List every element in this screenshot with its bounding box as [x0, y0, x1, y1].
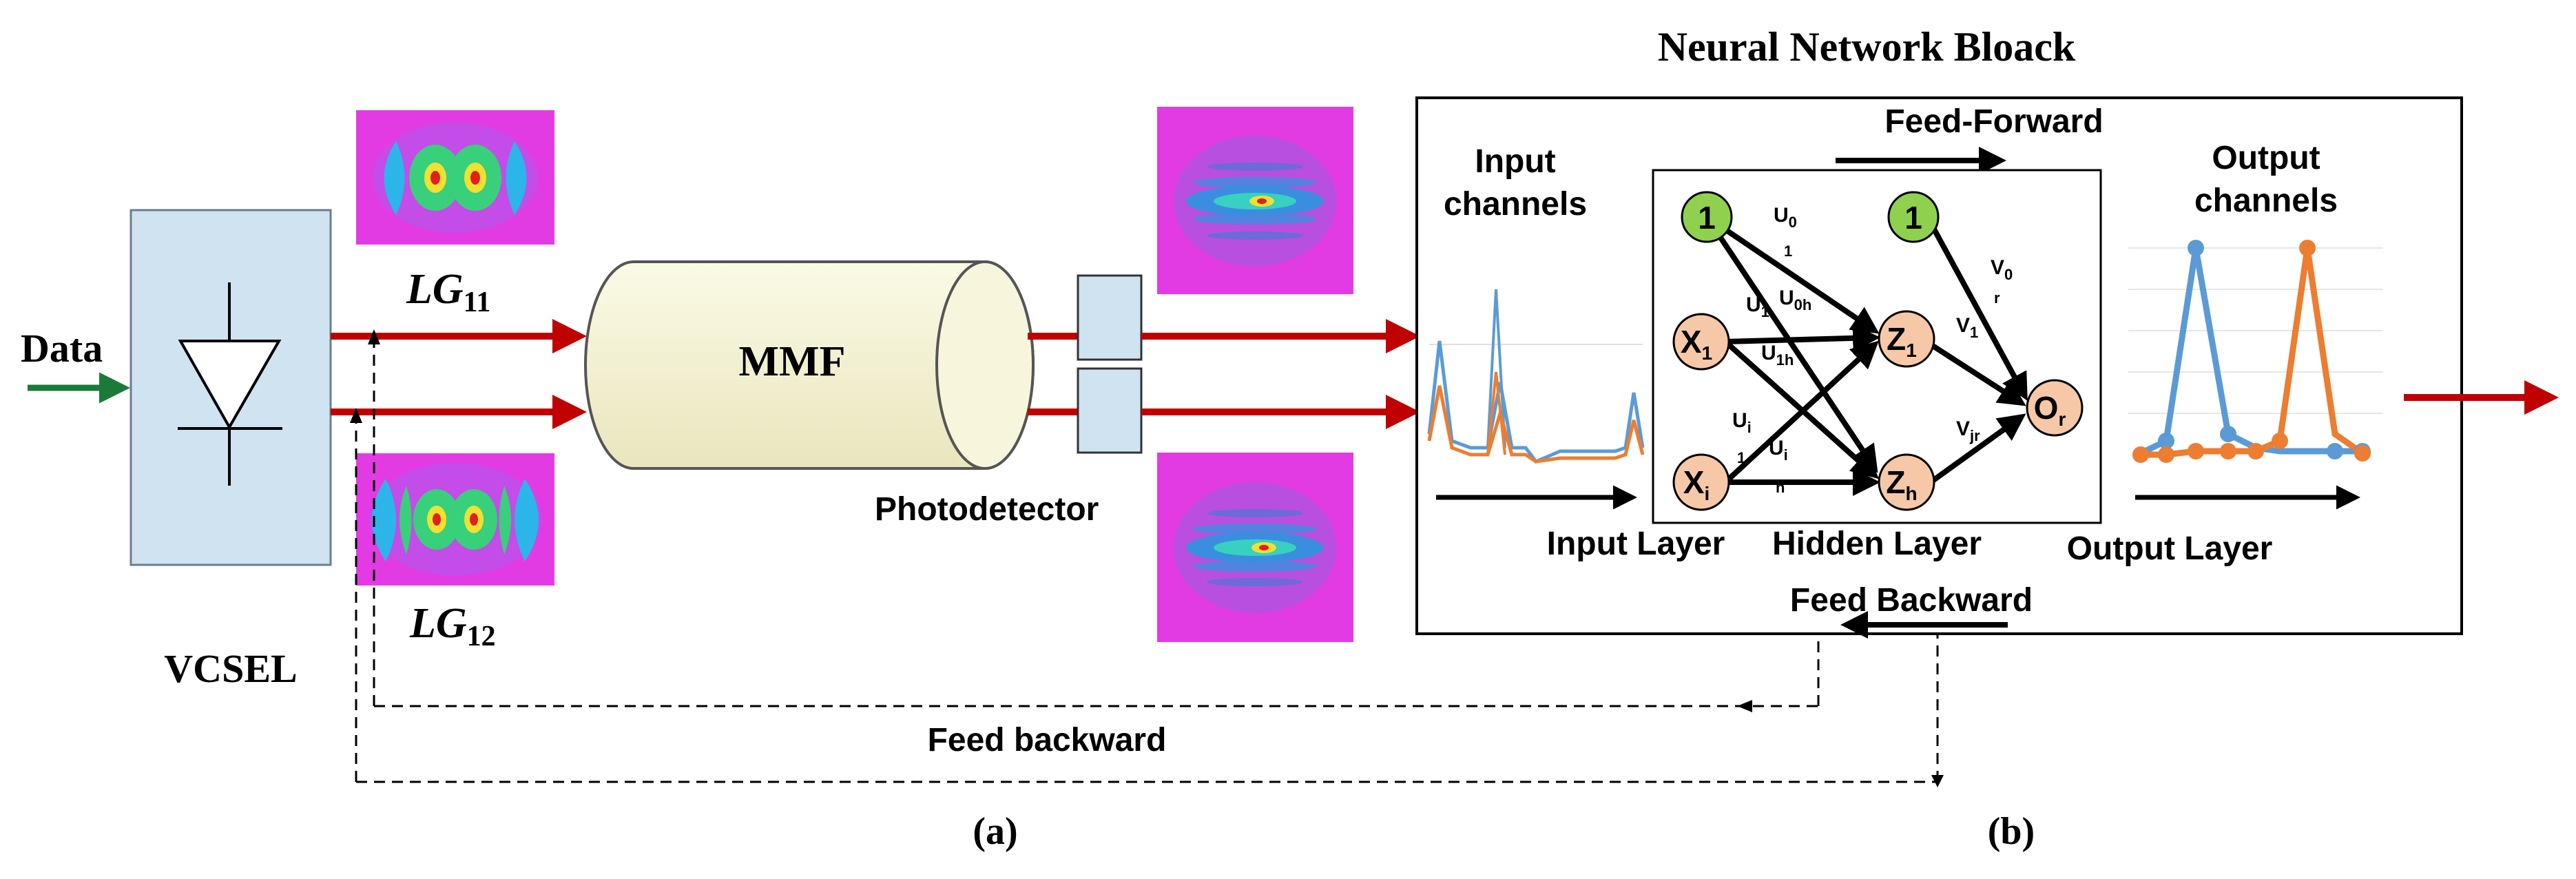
output-channels-chart: [2128, 240, 2383, 463]
panel-label-a: (a): [973, 810, 1017, 853]
weight-u0h: U0h: [1779, 287, 1811, 313]
svg-text:1: 1: [1904, 200, 1922, 236]
svg-text:1: 1: [1698, 200, 1716, 236]
mmf-label: MMF: [739, 338, 846, 385]
photodetector-lower: [1077, 367, 1143, 454]
weight-u1h: U1h: [1761, 342, 1794, 369]
feedback-inner-mid-arrowhead: [1737, 700, 1752, 712]
node-output: Or: [2026, 379, 2084, 437]
weight-v1: V1: [1956, 314, 1978, 341]
vcsel-label: VCSEL: [164, 646, 297, 691]
node-zh: Zh: [1878, 453, 1935, 511]
feedback-label: Feed backward: [928, 722, 1167, 758]
node-bias-hidden: 1: [1887, 191, 1940, 243]
svg-text:Z1: Z1: [1887, 321, 1917, 361]
feedback-outer-end-arrowhead: [1931, 775, 1944, 787]
network-connections: [1704, 214, 2028, 496]
input-channels-chart: [1427, 289, 1645, 464]
mode-label-lg12: LG12: [409, 600, 496, 652]
speckle-image-lower: [1157, 453, 1353, 642]
photodetector-upper: [1077, 274, 1143, 361]
node-z1: Z1: [1878, 310, 1935, 368]
weight-v0: V0: [1991, 256, 2013, 283]
feedback-inner-arrowhead: [368, 329, 380, 344]
feed-forward-label: Feed-Forward: [1884, 103, 2103, 140]
node-bias-input: 1: [1681, 191, 1733, 243]
svg-text:X1: X1: [1681, 324, 1712, 364]
diode-icon: [178, 282, 282, 486]
feedback-outer-arrowhead: [350, 408, 362, 423]
weight-uin: Ui: [1769, 437, 1788, 464]
node-x1: X1: [1672, 313, 1730, 371]
mode-image-lg12: [356, 453, 554, 586]
weight-vjr: Vjr: [1956, 417, 1980, 444]
feedback-loop-inner: [373, 334, 1820, 707]
mode-image-lg11: [356, 110, 554, 245]
weight-ui: Ui: [1732, 409, 1752, 436]
node-xi: Xi: [1672, 453, 1730, 511]
weight-v0-sub: r: [1994, 289, 2000, 307]
output-layer-label: Output Layer: [2067, 530, 2273, 567]
speckle-image-upper: [1157, 107, 1353, 294]
weight-u0-sub: 1: [1784, 242, 1792, 260]
panel-label-b: (b): [1988, 810, 2035, 853]
svg-text:Zh: Zh: [1886, 464, 1917, 504]
weight-u1: U1: [1746, 293, 1769, 320]
photodetector-label: Photodetector: [875, 491, 1099, 528]
feed-backward-label: Feed Backward: [1790, 582, 2033, 619]
svg-text:Xi: Xi: [1683, 464, 1710, 504]
weight-u0: U0: [1774, 204, 1797, 231]
input-layer-label: Input Layer: [1547, 526, 1725, 562]
diagram-title: Neural Network Bloack: [1658, 24, 2076, 70]
mmf-fiber: [584, 260, 1035, 470]
weight-ui-sub: 1: [1737, 449, 1745, 466]
mode-label-lg11: LG11: [406, 266, 490, 318]
data-label: Data: [21, 326, 103, 371]
weight-labels: U0 1 U1 U0h U1h Ui 1 Ui n V0 r V1 Vjr: [1732, 204, 2013, 496]
svg-text:Or: Or: [2034, 390, 2066, 430]
hidden-layer-label: Hidden Layer: [1772, 526, 1982, 562]
feedback-loop-outer: [355, 412, 1939, 783]
weight-uin-sub: n: [1776, 479, 1785, 496]
